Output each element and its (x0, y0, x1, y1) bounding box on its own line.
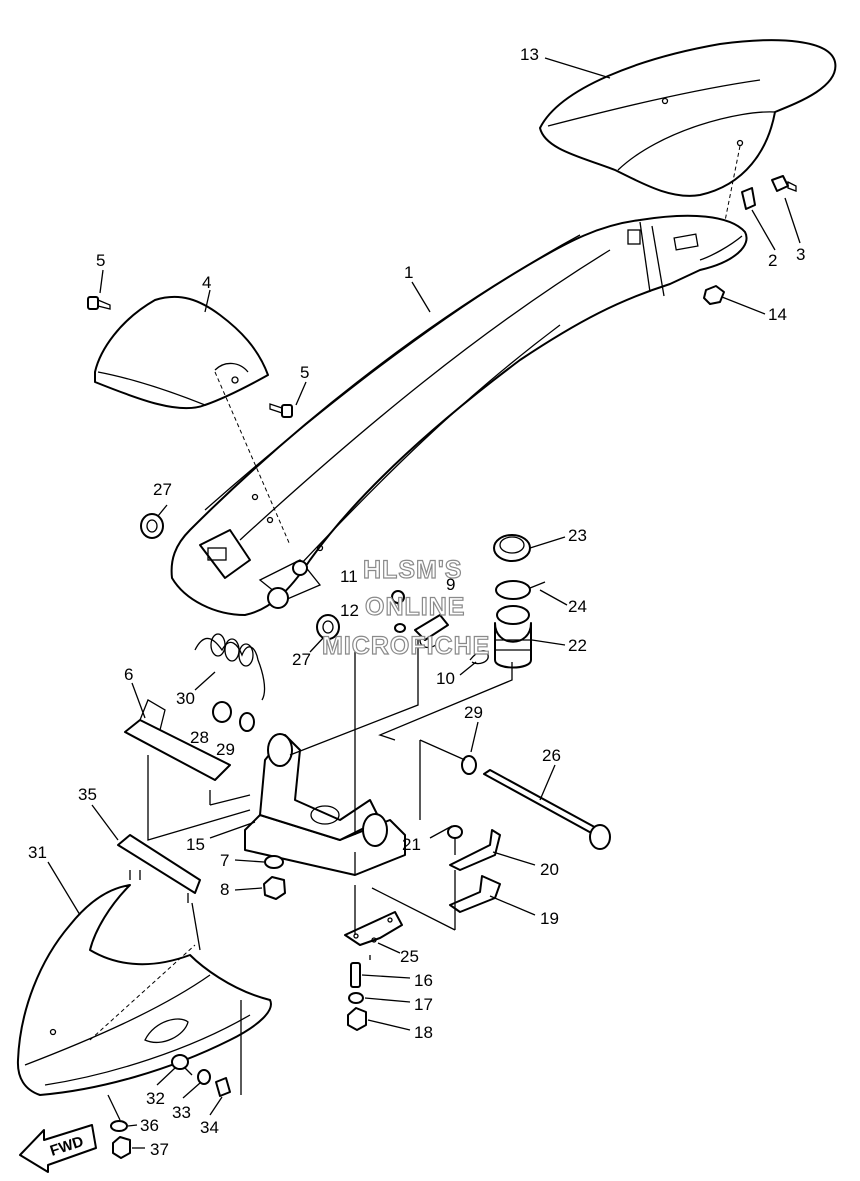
nut-14 (703, 285, 725, 305)
washer-17 (348, 992, 364, 1004)
callout-35: 35 (78, 785, 97, 804)
callout-26: 26 (542, 746, 561, 765)
callout-13: 13 (520, 45, 539, 64)
callout-17: 17 (414, 995, 433, 1014)
bracket-20 (449, 829, 501, 871)
callout-5-upper: 5 (96, 251, 105, 270)
nut-28 (212, 701, 232, 723)
washer-12 (394, 623, 406, 633)
watermark-line-2: ONLINE (365, 593, 465, 621)
rear-cowl (539, 39, 837, 237)
callout-28: 28 (190, 728, 209, 747)
callout-11: 11 (340, 567, 358, 586)
spring-pin-10 (469, 650, 489, 665)
callout-leaders (47, 57, 801, 1149)
callout-33: 33 (172, 1103, 191, 1122)
callout-4: 4 (202, 273, 211, 292)
callout-25: 25 (400, 947, 419, 966)
washer-36 (110, 1120, 128, 1132)
callout-20: 20 (540, 860, 559, 879)
callout-3: 3 (796, 245, 805, 264)
cap-23 (493, 534, 531, 562)
bracket-19 (449, 875, 501, 913)
plate-6 (124, 699, 231, 805)
washer-33 (197, 1069, 211, 1085)
stud-16 (350, 962, 361, 988)
callout-27-upper: 27 (153, 480, 172, 499)
watermark-line-3: MICROFICHE (322, 632, 490, 660)
bolt-26 (483, 769, 611, 850)
bolt-5-lower (269, 403, 293, 418)
clip-9 (414, 614, 449, 649)
watermark: HLSM'S ONLINE MICROFICHE (321, 555, 490, 660)
washer-29-right (461, 755, 477, 775)
callout-36: 36 (140, 1116, 159, 1135)
nut-37 (112, 1136, 131, 1159)
bolt-5-upper (87, 296, 111, 310)
callout-30: 30 (176, 689, 195, 708)
callout-10: 10 (436, 669, 455, 688)
spring-30 (194, 633, 266, 701)
nut-8 (263, 876, 286, 900)
callout-31: 31 (28, 843, 47, 862)
collar-27-mid (316, 614, 340, 640)
front-fender (16, 884, 272, 1096)
washer-29-left (239, 712, 255, 732)
bracket-2 (741, 187, 756, 210)
callout-5-lower: 5 (300, 363, 309, 382)
callout-6: 6 (124, 665, 133, 684)
bracket-15 (244, 733, 406, 876)
callout-19: 19 (540, 909, 559, 928)
watermark-line-1: HLSM'S (363, 556, 462, 584)
callout-7: 7 (220, 851, 229, 870)
callout-1: 1 (404, 263, 413, 282)
callout-34: 34 (200, 1118, 219, 1137)
front-cover (94, 295, 291, 546)
callout-29-left: 29 (216, 740, 235, 759)
callout-9: 9 (446, 575, 455, 594)
callout-22: 22 (568, 636, 587, 655)
bolt-21 (447, 825, 463, 855)
callout-32: 32 (146, 1089, 165, 1108)
callout-18: 18 (414, 1023, 433, 1042)
damper-22 (494, 605, 532, 669)
collar-27-top (140, 513, 164, 539)
collar-34 (215, 1077, 231, 1097)
callout-16: 16 (414, 971, 433, 990)
bracket-35 (117, 834, 201, 903)
callout-37: 37 (150, 1140, 169, 1159)
frame-body (170, 214, 748, 616)
callout-14: 14 (768, 305, 787, 324)
callout-8: 8 (220, 880, 229, 899)
callout-12: 12 (340, 601, 359, 620)
reference-lines (107, 640, 513, 1121)
callout-23: 23 (568, 526, 587, 545)
screw-32 (171, 1054, 193, 1076)
callout-29-right: 29 (464, 703, 483, 722)
bolt-3 (771, 175, 797, 192)
callout-labels: 13 3 2 14 1 5 4 5 27 23 11 9 24 12 22 27… (28, 45, 805, 1159)
fwd-arrow: FWD (19, 1124, 97, 1173)
callout-24: 24 (568, 597, 587, 616)
callout-15: 15 (186, 835, 205, 854)
callout-27-lower: 27 (292, 650, 311, 669)
callout-2: 2 (768, 251, 777, 270)
band-24 (495, 580, 546, 600)
plate-25 (344, 911, 403, 946)
nut-18 (347, 1007, 367, 1031)
callout-21: 21 (402, 835, 421, 854)
screw-11 (391, 590, 405, 615)
washer-7 (264, 855, 284, 869)
